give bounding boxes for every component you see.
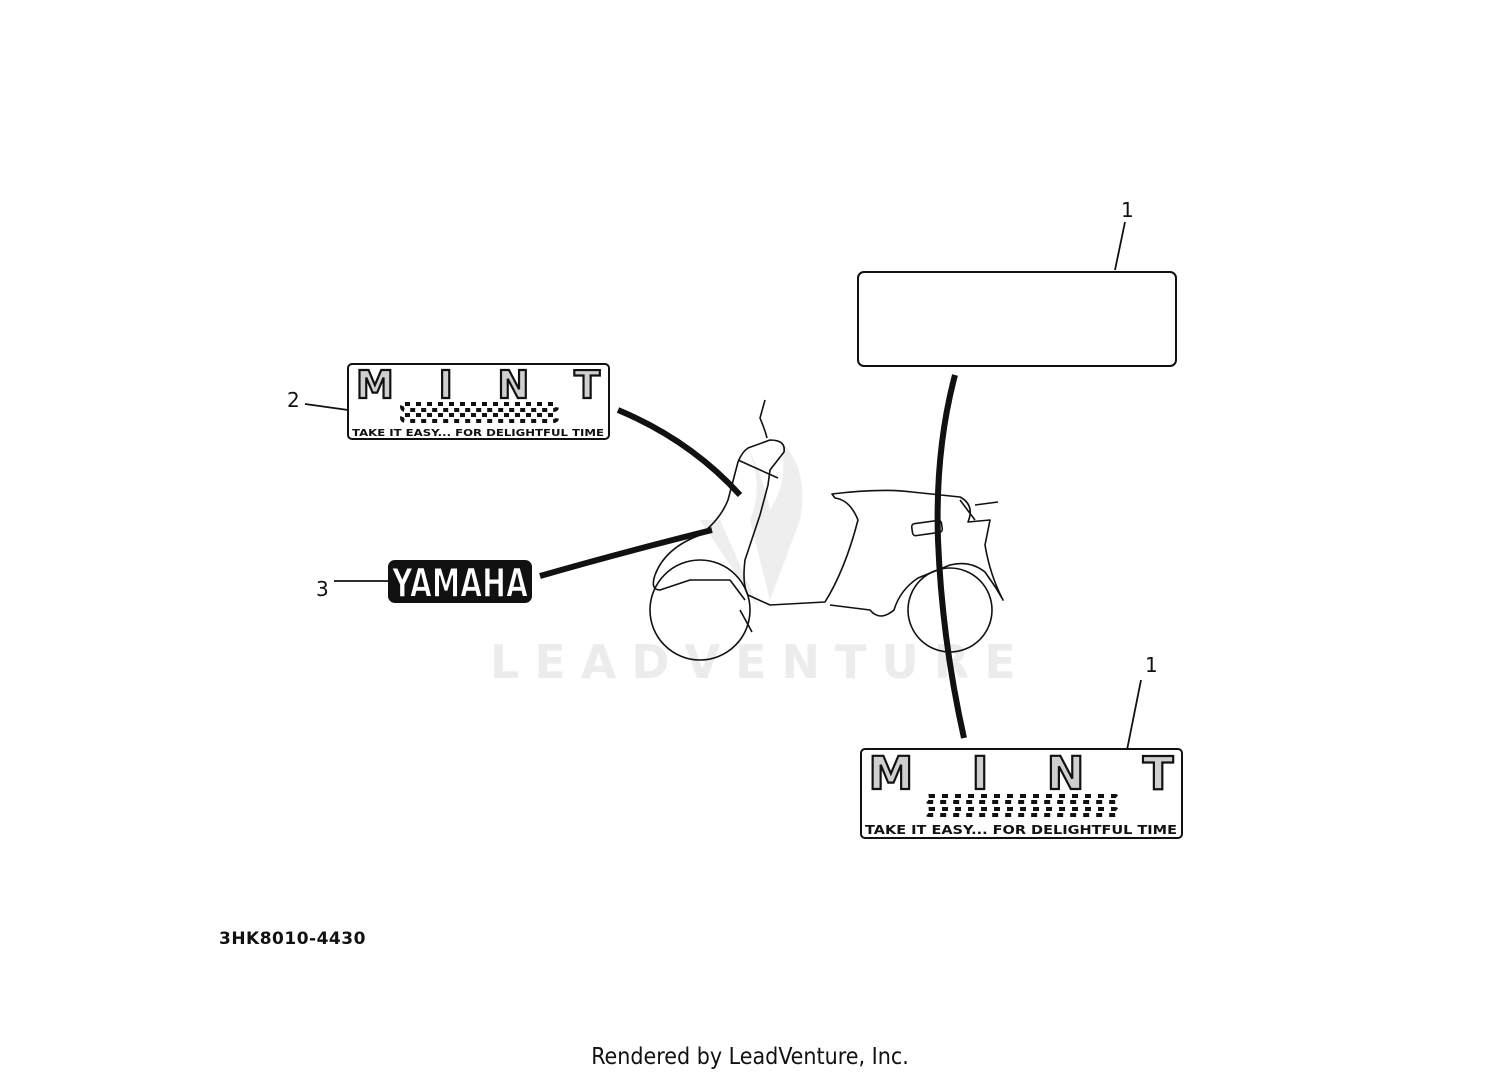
watermark-text: LEADVENTURE — [490, 635, 1031, 689]
callout-1-bottom: 1 — [1145, 653, 1158, 677]
leader-lines — [304, 221, 1142, 751]
blank-decal — [857, 271, 1177, 367]
scooter-outline — [649, 399, 1004, 661]
mint-tagline-large: TAKE IT EASY... FOR DELIGHTFUL TIME — [865, 823, 1177, 837]
callout-3: 3 — [316, 577, 329, 601]
yamaha-decal: YAMAHA — [388, 560, 532, 608]
dot-pattern-large — [924, 794, 1120, 817]
mint-decal-small: MINT TAKE IT EASY... FOR DELIGHTFUL TIME — [347, 362, 610, 440]
callout-2: 2 — [287, 388, 300, 412]
footer-credit: Rendered by LeadVenture, Inc. — [591, 1044, 909, 1070]
watermark-logo-icon — [700, 420, 803, 610]
dot-pattern — [400, 402, 559, 423]
callout-1-top: 1 — [1121, 198, 1134, 222]
mint-decal-large: MINT TAKE IT EASY... FOR DELIGHTFUL TIME — [860, 746, 1183, 839]
yamaha-text: YAMAHA — [391, 561, 528, 607]
watermark: LEADVENTURE — [490, 420, 1031, 689]
mint-tagline: TAKE IT EASY... FOR DELIGHTFUL TIME — [352, 428, 604, 439]
diagram-code: 3HK8010-4430 — [219, 929, 366, 949]
